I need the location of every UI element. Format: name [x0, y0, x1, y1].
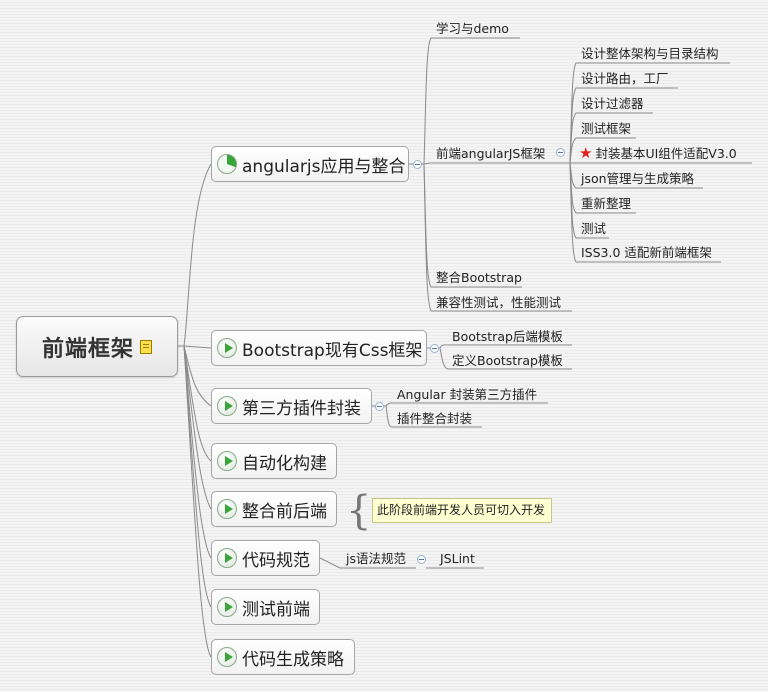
subtopic-js-syntax[interactable]: js语法规范 — [346, 551, 406, 566]
collapse-toggle-angularjs-framework[interactable] — [556, 148, 565, 157]
task-label: 封装基本UI组件适配V3.0 — [595, 146, 737, 161]
topic-label: 第三方插件封装 — [242, 398, 361, 419]
topic-code-style[interactable]: 代码规范 — [211, 540, 320, 576]
play-icon — [217, 548, 237, 568]
play-icon — [217, 338, 237, 358]
topic-code-gen[interactable]: 代码生成策略 — [211, 639, 355, 675]
topic-label: 自动化构建 — [242, 453, 327, 474]
play-icon — [217, 499, 237, 519]
collapse-toggle-angularjs[interactable] — [413, 160, 422, 169]
subtopic-jslint[interactable]: JSLint — [440, 551, 475, 566]
topic-label: angularjs应用与整合 — [242, 156, 406, 177]
note-icon[interactable] — [140, 339, 152, 354]
callout-brace: { — [346, 488, 372, 534]
subtopic-define-bootstrap-template[interactable]: 定义Bootstrap模板 — [452, 353, 563, 368]
callout-note[interactable]: 此阶段前端开发人员可切入开发 — [372, 498, 552, 523]
subtopic-compat-perf-test[interactable]: 兼容性测试，性能测试 — [436, 295, 562, 310]
subtopic-angularjs-framework[interactable]: 前端angularJS框架 — [436, 146, 546, 161]
subtopic-integrate-bootstrap[interactable]: 整合Bootstrap — [436, 270, 522, 285]
task-filters[interactable]: 设计过滤器 — [581, 96, 644, 111]
subtopic-plugin-integration[interactable]: 插件整合封装 — [397, 411, 473, 426]
collapse-toggle-third-party[interactable] — [375, 402, 384, 411]
task-ui-components[interactable]: ★封装基本UI组件适配V3.0 — [579, 145, 737, 162]
topic-integrate[interactable]: 整合前后端 — [211, 491, 337, 527]
play-icon — [217, 647, 237, 667]
topic-third-party[interactable]: 第三方插件封装 — [211, 388, 372, 424]
subtopic-angular-wrap-plugins[interactable]: Angular 封装第三方插件 — [397, 387, 538, 402]
play-icon — [217, 396, 237, 416]
root-topic[interactable]: 前端框架 — [16, 316, 178, 377]
root-title: 前端框架 — [41, 336, 134, 362]
task-iss-adapt[interactable]: ISS3.0 适配新前端框架 — [581, 245, 712, 260]
task-routing-factory[interactable]: 设计路由，工厂 — [581, 71, 669, 86]
play-icon — [217, 451, 237, 471]
topic-label: 整合前后端 — [242, 501, 327, 522]
subtopic-learning-demo[interactable]: 学习与demo — [436, 21, 509, 36]
play-icon — [217, 597, 237, 617]
subtopic-bootstrap-backend-template[interactable]: Bootstrap后端模板 — [452, 329, 563, 344]
task-test[interactable]: 测试 — [581, 221, 607, 236]
topic-label: Bootstrap现有Css框架 — [242, 340, 423, 361]
topic-label: 代码生成策略 — [242, 649, 344, 670]
topic-angularjs[interactable]: angularjs应用与整合 — [211, 146, 409, 182]
topic-auto-build[interactable]: 自动化构建 — [211, 443, 337, 479]
task-json-management[interactable]: json管理与生成策略 — [581, 171, 695, 186]
topic-label: 代码规范 — [242, 550, 310, 571]
topic-test-frontend[interactable]: 测试前端 — [211, 589, 320, 625]
collapse-toggle-js-syntax[interactable] — [417, 555, 426, 564]
task-architecture[interactable]: 设计整体架构与目录结构 — [581, 46, 719, 61]
star-icon: ★ — [579, 144, 593, 162]
collapse-toggle-bootstrap[interactable] — [430, 344, 439, 353]
progress-icon — [217, 154, 237, 174]
task-reorganize[interactable]: 重新整理 — [581, 196, 632, 211]
topic-bootstrap[interactable]: Bootstrap现有Css框架 — [211, 330, 427, 366]
task-test-framework[interactable]: 测试框架 — [581, 121, 632, 136]
topic-label: 测试前端 — [242, 599, 310, 620]
